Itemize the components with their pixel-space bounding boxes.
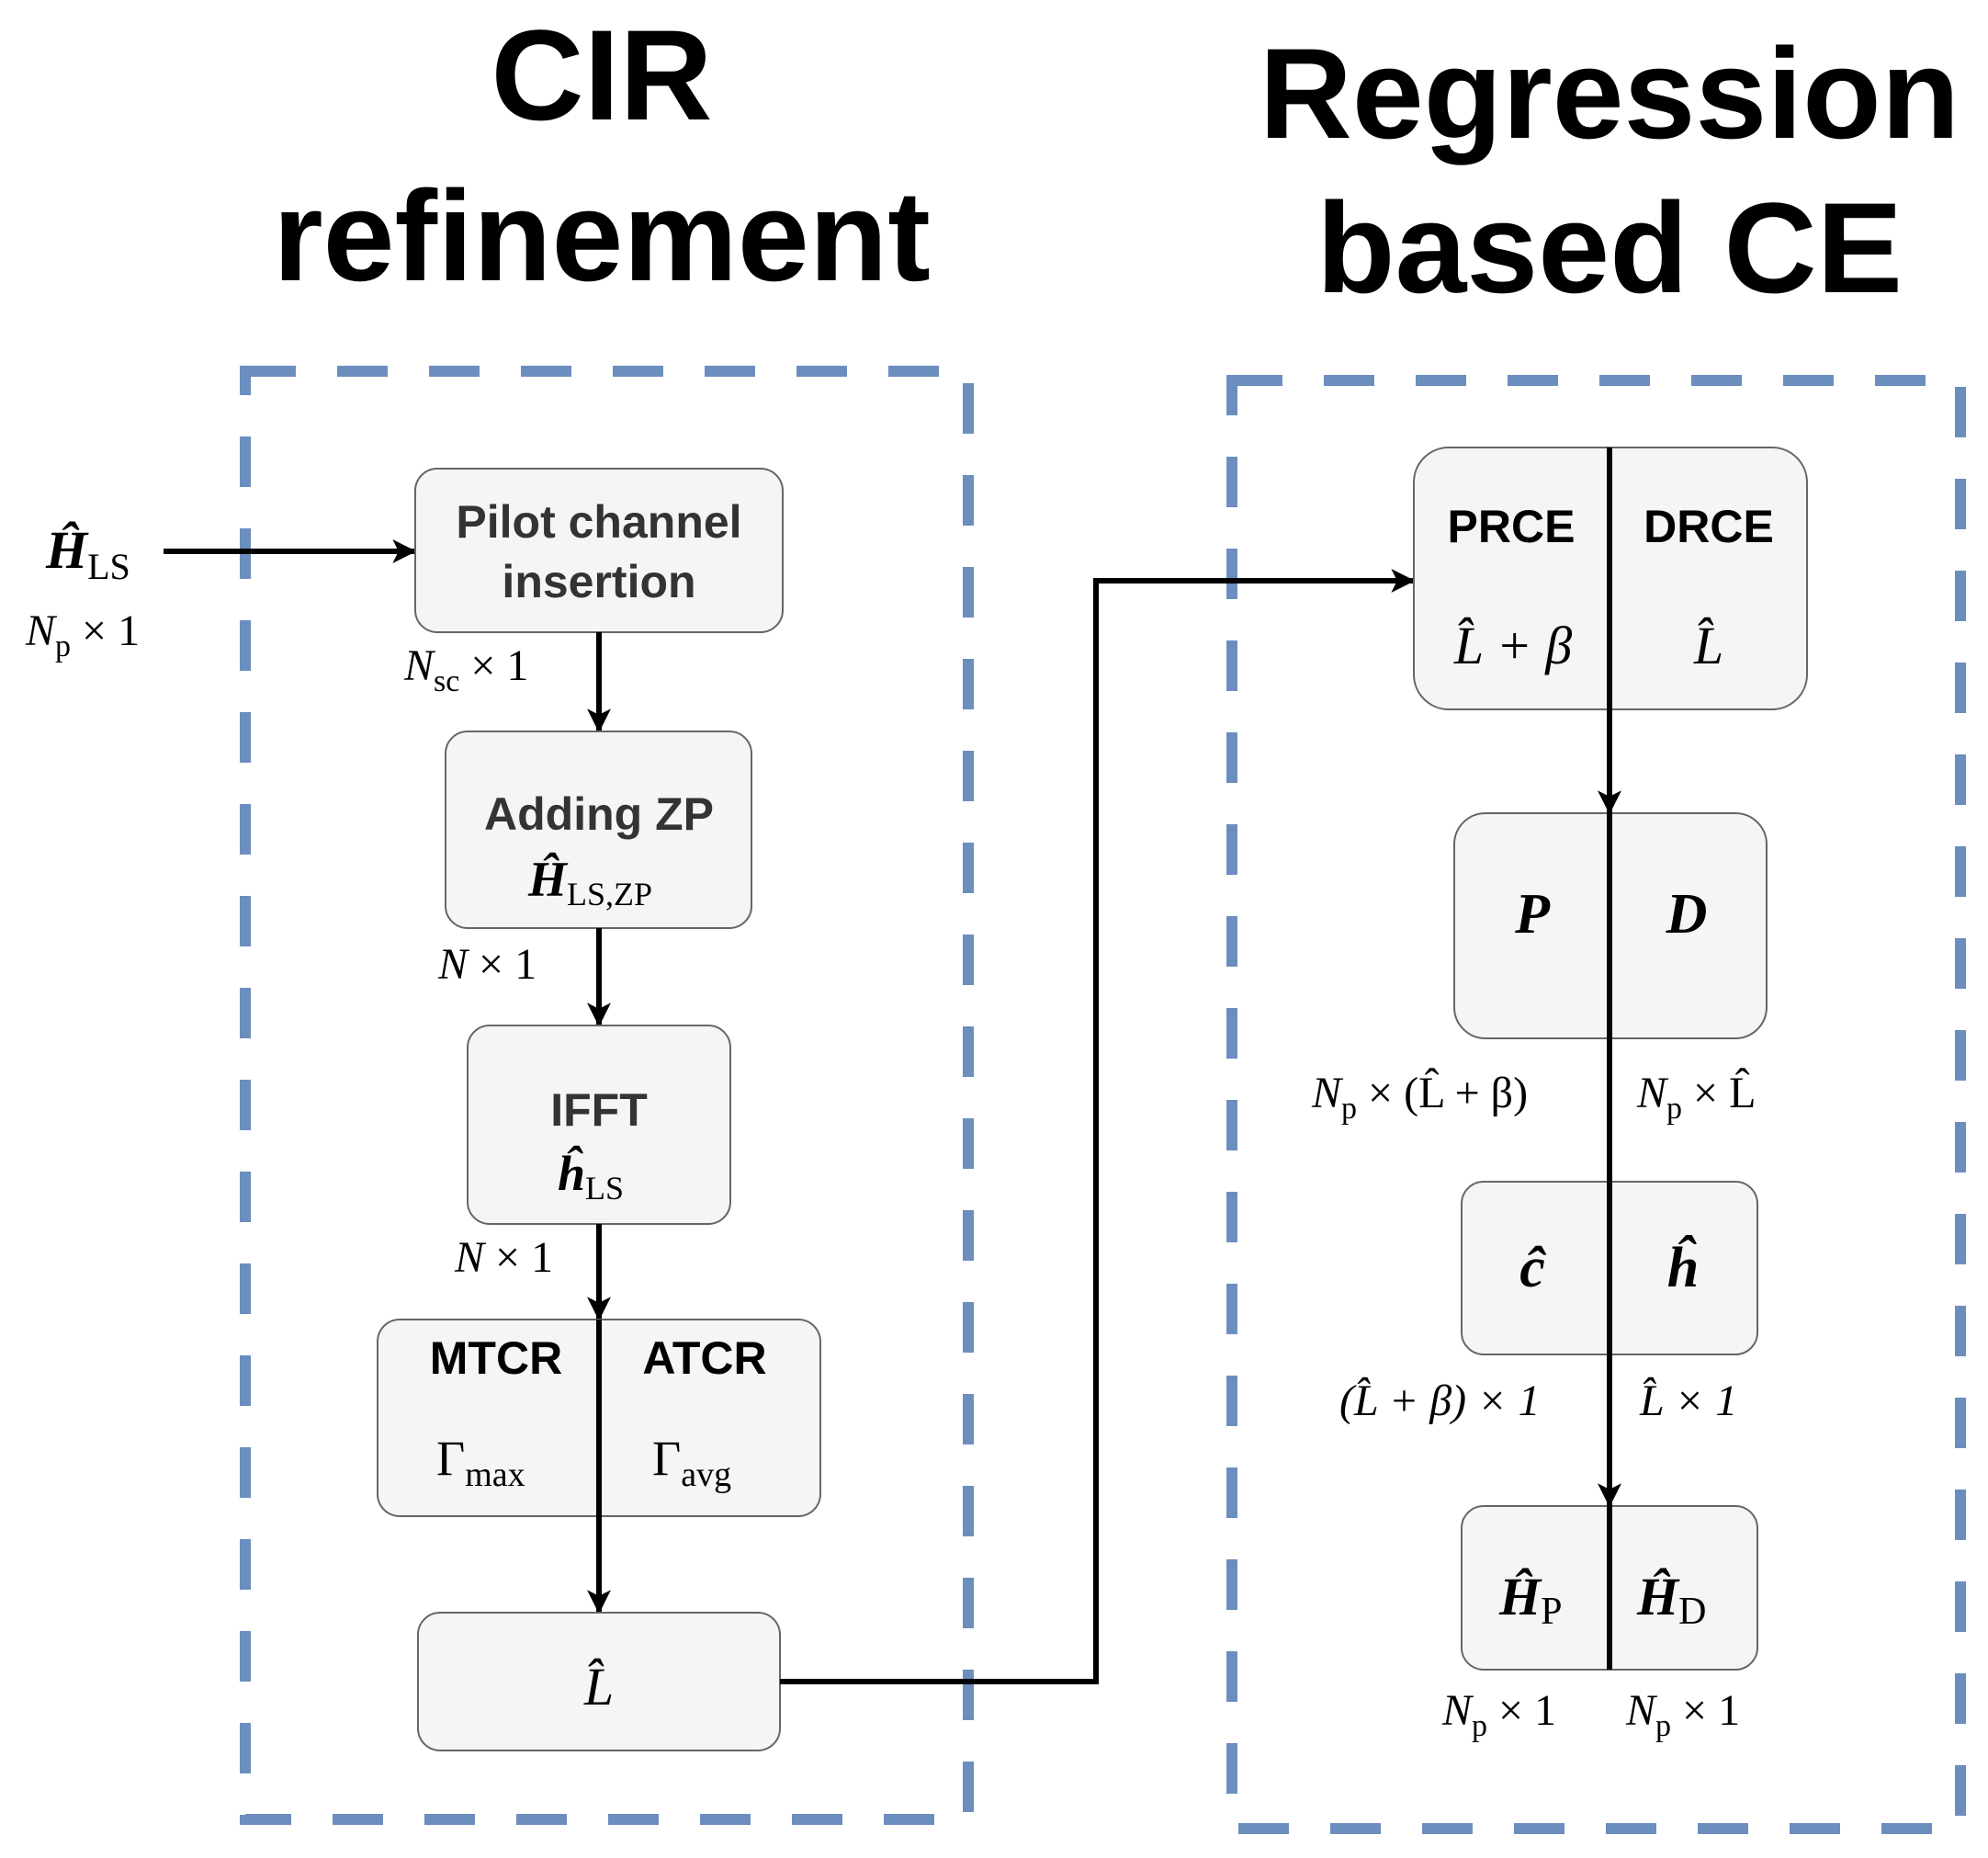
h-hat-dim: L̂ × 1: [1639, 1376, 1737, 1425]
drce-math: L̂: [1693, 616, 1723, 675]
l-hat-symbol: L̂: [583, 1657, 614, 1716]
gamma-avg-symbol: Γavg: [652, 1431, 731, 1494]
c-hat-symbol: ĉ: [1519, 1237, 1546, 1299]
title-regression-line1: Regression: [1259, 21, 1960, 165]
input-dim-label: Np × 1: [25, 606, 140, 663]
connector-lhat-to-prce-drce: [780, 569, 1416, 1684]
pilot-block-label-line2: insertion: [502, 556, 695, 607]
drce-label: DRCE: [1643, 501, 1774, 552]
p-matrix-symbol: P: [1514, 883, 1551, 946]
gamma-max-symbol: Γmax: [436, 1431, 525, 1494]
atcr-label: ATCR: [642, 1332, 766, 1384]
pilot-output-dim: Nsc × 1: [403, 641, 528, 698]
ifft-block-symbol: ĥLS: [558, 1144, 624, 1207]
prce-label: PRCE: [1448, 501, 1576, 552]
hd-dim: Np × 1: [1625, 1686, 1740, 1743]
c-hat-dim: (L̂ + β) × 1: [1339, 1376, 1540, 1425]
zp-block-symbol: ĤLS,ZP: [527, 852, 652, 912]
zp-output-dim: N × 1: [437, 940, 537, 989]
input-h-ls-label: ĤLS: [45, 520, 130, 587]
zp-block-label: Adding ZP: [484, 788, 714, 840]
title-cir-line1: CIR: [491, 3, 712, 147]
ifft-block-label: IFFT: [550, 1084, 648, 1136]
regression-group-border: [1226, 375, 1966, 1834]
title-cir-line2: refinement: [273, 164, 931, 308]
h-hat-symbol: ĥ: [1667, 1236, 1699, 1299]
prce-math: L̂ + β: [1453, 616, 1572, 675]
hp-dim: Np × 1: [1441, 1686, 1556, 1743]
pilot-channel-insertion-block: [414, 468, 784, 633]
hd-symbol: ĤD: [1636, 1567, 1706, 1633]
hp-symbol: ĤP: [1498, 1567, 1562, 1633]
mtcr-label: MTCR: [430, 1332, 562, 1384]
d-matrix-dim: Np × L̂: [1636, 1067, 1756, 1126]
p-matrix-dim: Np × (L̂ + β): [1311, 1067, 1528, 1126]
ifft-output-dim: N × 1: [454, 1233, 553, 1282]
d-matrix-symbol: D: [1666, 883, 1708, 946]
cir-refinement-group-border: [240, 366, 974, 1825]
title-regression-line2: based CE: [1316, 176, 1903, 320]
pilot-block-label-line1: Pilot channel: [456, 496, 741, 548]
